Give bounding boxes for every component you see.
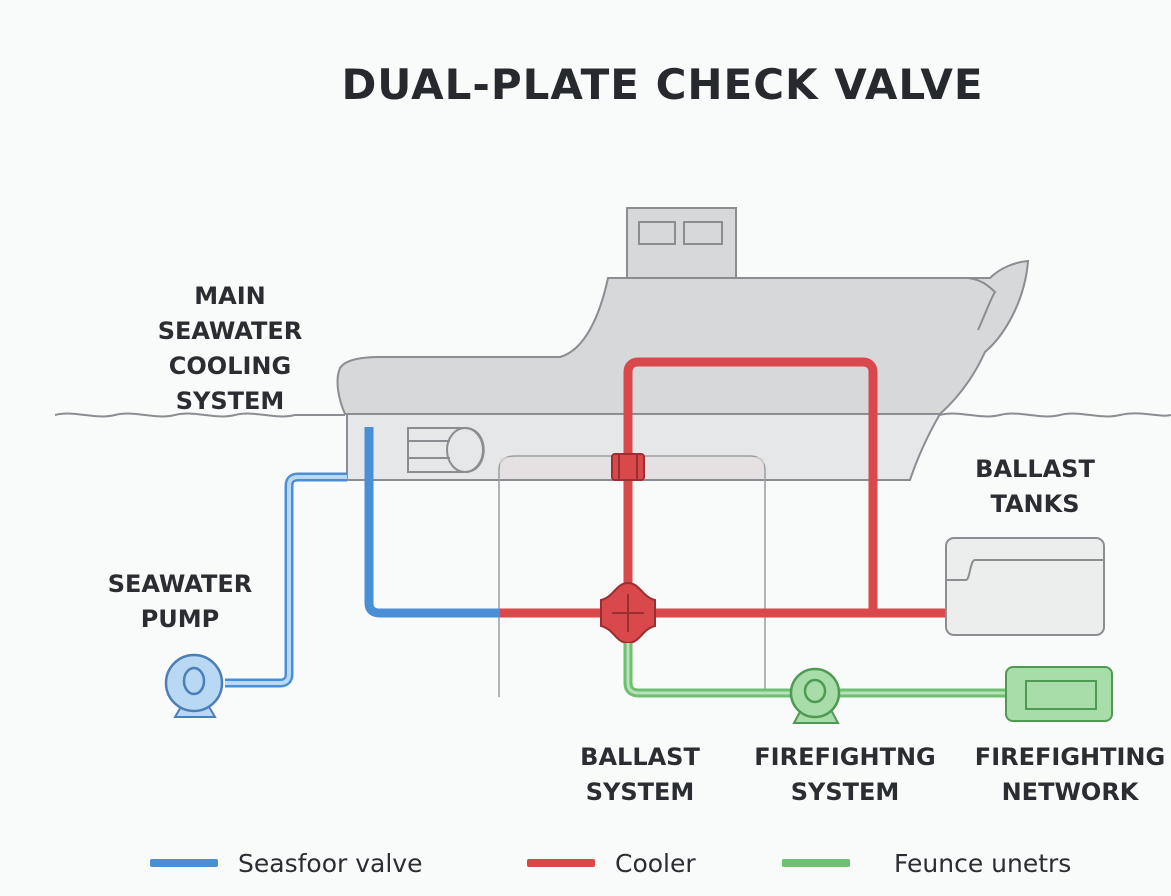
main-cooling-system-label: MAIN SEAWATER COOLING SYSTEM (157, 282, 303, 415)
legend-swatch-red (527, 859, 595, 867)
seawater-pump-icon (164, 653, 224, 718)
ballast-tanks-label: BALLAST TANKS (975, 455, 1095, 518)
cooler-unit (407, 427, 485, 473)
legend-label: Cooler (615, 848, 696, 878)
legend-swatch-green (782, 859, 850, 867)
legend-item-green: Feunce unetrs (782, 846, 1071, 880)
firefighting-network-unit (1005, 666, 1113, 722)
hull-bow-line (967, 277, 997, 331)
legend-label: Seasfoor valve (238, 848, 423, 878)
legend-item-blue: Seasfoor valve (150, 846, 422, 880)
ship-hull-submerged (346, 413, 942, 481)
seawater-pump-label: SEAWATER PUMP (107, 570, 253, 633)
bridge-window-right (683, 221, 723, 245)
ballast-tank (945, 537, 1105, 636)
ballast-loop-pipe (623, 357, 878, 613)
ballast-system-label: BALLAST SYSTEM (580, 743, 700, 806)
firefighting-pump-icon (789, 667, 841, 724)
bridge-window-left (638, 221, 676, 245)
diagram-title: DUAL-PLATE CHECK VALVE (341, 60, 984, 109)
legend-label: Feunce unetrs (894, 848, 1072, 878)
firefighting-system-label: FIREFIGHTNG SYSTEM (754, 743, 936, 806)
legend-swatch-blue (150, 859, 218, 867)
inline-flange-valve (611, 453, 645, 481)
dual-plate-check-valve (600, 581, 656, 645)
firefighting-network-label: FIREFIGHTING NETWORK (974, 743, 1166, 806)
cooling-return-pipe (364, 427, 500, 618)
ship-hull (336, 259, 1030, 415)
legend-item-red: Cooler (527, 846, 696, 880)
water-line (54, 412, 1171, 418)
